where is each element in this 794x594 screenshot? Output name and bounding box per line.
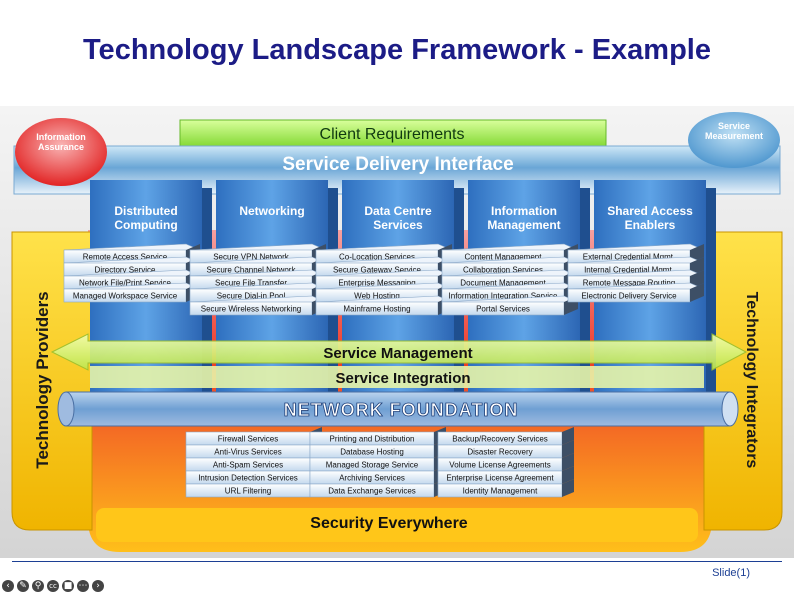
service-item-label: Volume License Agreements bbox=[449, 461, 550, 470]
service-item-label: Printing and Distribution bbox=[330, 435, 415, 444]
service-item-label: Anti-Spam Services bbox=[213, 461, 283, 470]
service-slab: Portal Services bbox=[441, 295, 579, 316]
service-item-label: Managed Storage Service bbox=[326, 461, 419, 470]
service-item-label: Managed Workspace Service bbox=[73, 292, 178, 301]
service-item-label: Web Hosting bbox=[354, 292, 400, 301]
network-foundation-label: NETWORK FOUNDATION bbox=[284, 400, 519, 420]
service-item-label: External Credential Mgmt. bbox=[583, 253, 675, 262]
prev-icon[interactable]: ‹ bbox=[2, 580, 14, 592]
service-item-label: Archiving Services bbox=[339, 474, 405, 483]
service-item-label: Identity Management bbox=[463, 487, 538, 496]
service-item-label: Secure VPN Network bbox=[213, 253, 290, 262]
camera-icon[interactable]: ■ bbox=[62, 580, 74, 592]
technology-providers-panel bbox=[11, 231, 93, 531]
service-slab: Electronic Delivery Service bbox=[567, 282, 705, 303]
service-item-label: Collaboration Services bbox=[463, 266, 543, 275]
service-item-label: Secure Gateway Service bbox=[333, 266, 422, 275]
service-item-label: Disaster Recovery bbox=[467, 448, 532, 457]
service-item-label: URL Filtering bbox=[225, 487, 271, 496]
pillar-side bbox=[706, 188, 716, 400]
service-item-label: Enterprise Messaging bbox=[338, 279, 415, 288]
service-delivery-label: Service Delivery Interface bbox=[282, 154, 513, 175]
information-assurance-badge bbox=[15, 118, 107, 186]
service-item-label: Information Integration Service bbox=[449, 292, 558, 301]
footer-divider bbox=[12, 561, 782, 562]
service-integration-band bbox=[90, 366, 704, 388]
service-item-label: Secure File Transfer bbox=[215, 279, 287, 288]
pen-icon[interactable]: ✎ bbox=[17, 580, 29, 592]
technology-providers-label: Technology Providers bbox=[33, 291, 52, 468]
service-item-label: Mainframe Hosting bbox=[343, 305, 410, 314]
service-item-label: Directory Service bbox=[95, 266, 156, 275]
service-item-label: Backup/Recovery Services bbox=[452, 435, 548, 444]
service-delivery-band bbox=[13, 145, 781, 195]
network-foundation-tube bbox=[57, 391, 739, 427]
service-item-label: Intrusion Detection Services bbox=[198, 474, 298, 483]
service-item-label: Secure Wireless Networking bbox=[201, 305, 301, 314]
service-item-label: Internal Credential Mgmt. bbox=[584, 266, 674, 275]
service-slab: Secure Wireless Networking bbox=[189, 295, 327, 316]
technology-integrators-panel bbox=[703, 231, 783, 531]
service-management-arrow bbox=[50, 333, 748, 371]
service-slab: Database Hosting bbox=[309, 440, 446, 459]
captions-icon[interactable]: cc bbox=[47, 580, 59, 592]
page-title: Technology Landscape Framework - Example bbox=[83, 34, 711, 66]
service-item-label: Remote Access Service bbox=[83, 253, 168, 262]
service-item-label: Network File/Print Service bbox=[79, 279, 172, 288]
service-slab: Managed Workspace Service bbox=[63, 282, 201, 303]
service-item-label: Database Hosting bbox=[340, 448, 404, 457]
presentation-toolbar: ‹ ✎ ⚲ cc ■ ⋯ › bbox=[2, 580, 104, 594]
more-icon[interactable]: ⋯ bbox=[77, 580, 89, 592]
zoom-icon[interactable]: ⚲ bbox=[32, 580, 44, 592]
service-item-label: Enterprise License Agreement bbox=[446, 474, 554, 483]
service-slab: Firewall Services bbox=[185, 427, 322, 446]
service-slab: Identity Management bbox=[437, 479, 574, 498]
service-integration-label: Service Integration bbox=[335, 370, 470, 387]
service-slab: Volume License Agreements bbox=[437, 453, 574, 472]
service-measurement-badge bbox=[688, 112, 780, 168]
slide-number: Slide(1) bbox=[712, 567, 750, 579]
service-item-label: Remote Message Routing bbox=[583, 279, 676, 288]
service-item-label: Anti-Virus Services bbox=[214, 448, 281, 457]
next-icon[interactable]: › bbox=[92, 580, 104, 592]
service-management-label: Service Management bbox=[323, 345, 472, 362]
service-item-label: Co-Location Services bbox=[339, 253, 415, 262]
security-everywhere-label: Security Everywhere bbox=[310, 515, 468, 532]
pillar-title: Networking bbox=[239, 204, 304, 218]
service-item-label: Data Exchange Services bbox=[328, 487, 416, 496]
client-requirements-label: Client Requirements bbox=[320, 126, 465, 143]
service-item-label: Electronic Delivery Service bbox=[581, 292, 677, 301]
service-item-label: Portal Services bbox=[476, 305, 530, 314]
service-item-label: Secure Channel Network bbox=[207, 266, 297, 275]
technology-integrators-label: Technology Integrators bbox=[743, 292, 760, 469]
service-item-label: Firewall Services bbox=[218, 435, 278, 444]
service-item-label: Secure Dial-in Pool bbox=[217, 292, 286, 301]
service-item-label: Document Management bbox=[460, 279, 546, 288]
security-everywhere-bar bbox=[96, 508, 698, 542]
service-item-label: Content Management bbox=[465, 253, 543, 262]
service-slab: Enterprise License Agreement bbox=[437, 466, 574, 485]
